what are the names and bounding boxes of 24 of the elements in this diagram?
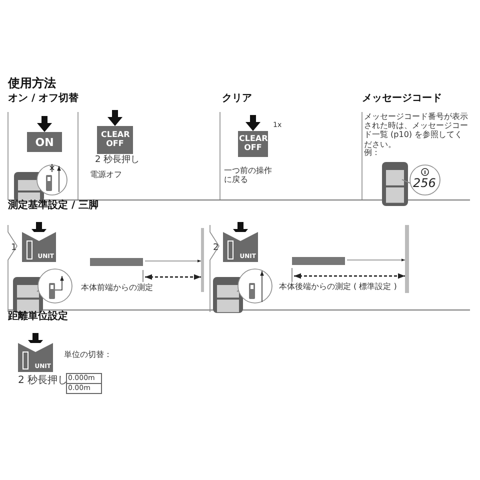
key-button: CLEAR OFF bbox=[238, 131, 268, 157]
message-text: メッセージコード番号が表示された時は、メッセージコード一覧 (p10) を参照してください。 bbox=[364, 112, 469, 149]
press-arrow bbox=[246, 115, 260, 131]
note-text: 1 bbox=[11, 243, 17, 254]
note-text: 本体前端からの測定 bbox=[81, 283, 153, 292]
note-text: 一つ前の操作に戻る bbox=[224, 166, 273, 184]
key-button: ON bbox=[27, 132, 62, 152]
page-title: 使用方法 bbox=[8, 77, 56, 91]
section-heading: 距離単位設定 bbox=[8, 311, 68, 322]
note-text: 2 秒長押し bbox=[95, 155, 140, 166]
section-heading: オン / オフ切替 bbox=[8, 93, 79, 104]
section-heading: クリア bbox=[222, 93, 252, 104]
press-arrow bbox=[37, 116, 52, 132]
display-code: 256 bbox=[413, 177, 436, 191]
note-text: 2 秒長押し bbox=[18, 375, 68, 386]
key-button: CLEAR OFF bbox=[97, 126, 133, 154]
note-text: 電源オフ bbox=[90, 170, 122, 180]
note-text: 例： bbox=[364, 148, 380, 158]
note-text: 2 bbox=[213, 243, 219, 254]
section-heading: メッセージコード bbox=[362, 93, 442, 104]
note-text: 単位の切替： bbox=[64, 350, 112, 360]
note-text: 本体後端からの測定 ( 標準設定 ) bbox=[279, 282, 397, 292]
section-heading: 測定基準設定 / 三脚 bbox=[8, 200, 99, 212]
press-arrow bbox=[108, 110, 122, 126]
